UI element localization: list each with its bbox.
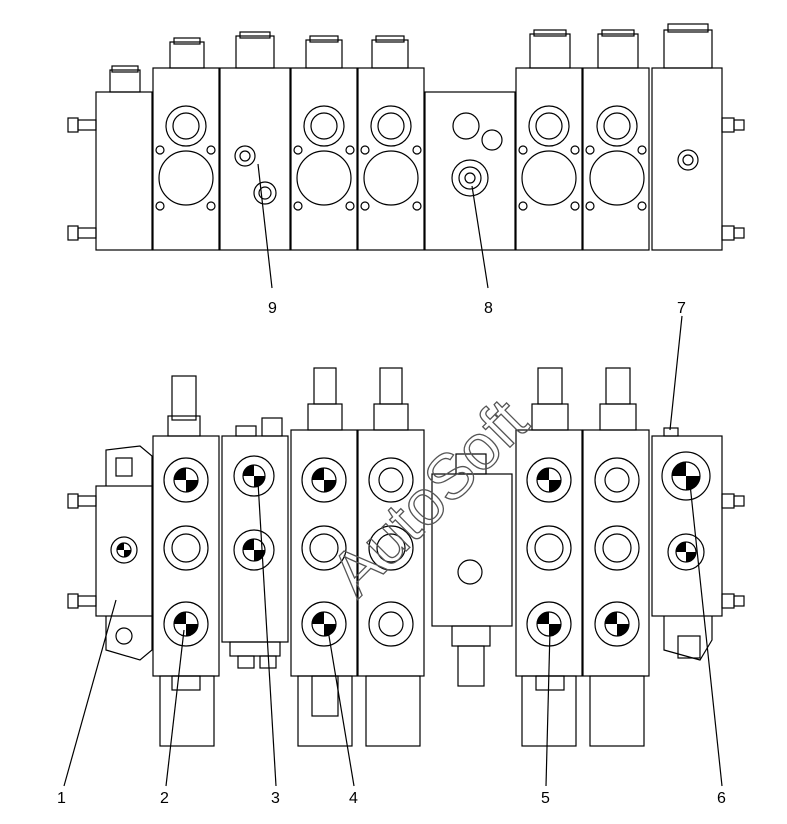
port-4	[301, 601, 347, 647]
top-section-4	[357, 67, 425, 251]
callout-1: 1	[57, 790, 66, 807]
leader-2	[165, 629, 185, 787]
top-view-assembly	[67, 23, 745, 251]
callout-3: 3	[271, 790, 280, 807]
port-6	[661, 451, 711, 501]
top-inlet-block	[424, 91, 516, 251]
bottom-view-assembly	[67, 367, 745, 747]
leader-1	[63, 599, 117, 787]
port-3	[233, 455, 275, 497]
watermark-text: AutoSoft	[317, 385, 542, 610]
port-9-upper	[234, 145, 256, 167]
port-8	[451, 159, 489, 197]
bottom-section-6	[582, 429, 650, 677]
leader-7	[669, 315, 683, 431]
top-section-6	[582, 67, 650, 251]
leader-6	[689, 483, 723, 787]
top-section-3	[290, 67, 358, 251]
callout-5: 5	[541, 790, 550, 807]
callout-8: 8	[484, 300, 493, 317]
bottom-end-block-right	[651, 435, 723, 617]
bottom-leaders	[63, 315, 723, 787]
leader-5	[545, 629, 551, 787]
bottom-section-5	[515, 429, 583, 677]
bottom-end-block-left	[95, 485, 153, 617]
top-section-1	[152, 67, 220, 251]
callout-2: 2	[160, 790, 169, 807]
leader-3	[257, 481, 277, 787]
top-end-block-right	[651, 67, 723, 251]
leader-4	[327, 629, 355, 787]
leader-8	[471, 185, 489, 289]
callout-6: 6	[717, 790, 726, 807]
callout-4: 4	[349, 790, 358, 807]
leader-9	[257, 163, 273, 289]
top-end-block-left	[95, 91, 153, 251]
top-section-5	[515, 67, 583, 251]
callout-7: 7	[677, 300, 686, 317]
port-markers	[117, 462, 700, 636]
callout-9: 9	[268, 300, 277, 317]
